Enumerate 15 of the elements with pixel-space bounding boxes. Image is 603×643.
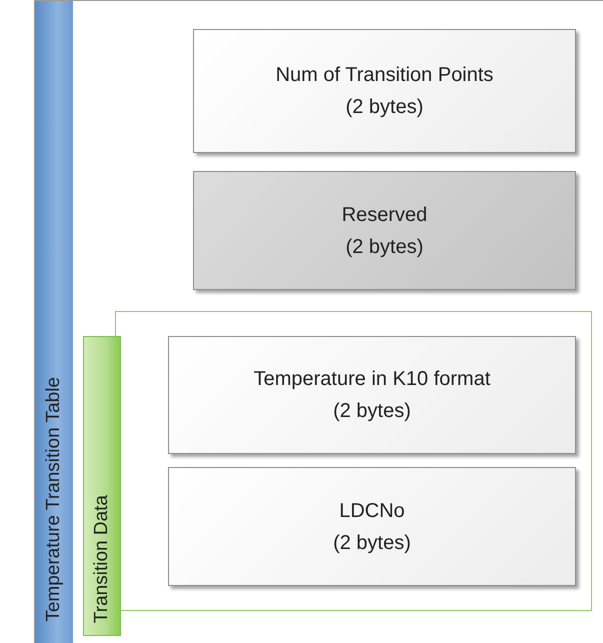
field-box [168,467,576,586]
field-size: (2 bytes) [333,530,411,556]
field-box [193,29,576,153]
field-size: (2 bytes) [333,399,411,424]
group-title: Transition Data [91,494,113,623]
field-size: (2 bytes) [346,95,424,120]
field-name: Reserved [342,202,428,228]
field-name: LDCNo [339,498,405,524]
field-name: Temperature in K10 format [254,367,490,392]
reserved-field-box [193,171,576,290]
field-size: (2 bytes) [346,234,424,260]
field-name: Num of Transition Points [276,63,494,88]
field-box [168,336,576,454]
table-title: Temperature Transition Table [43,377,65,622]
table-frame [34,0,603,643]
